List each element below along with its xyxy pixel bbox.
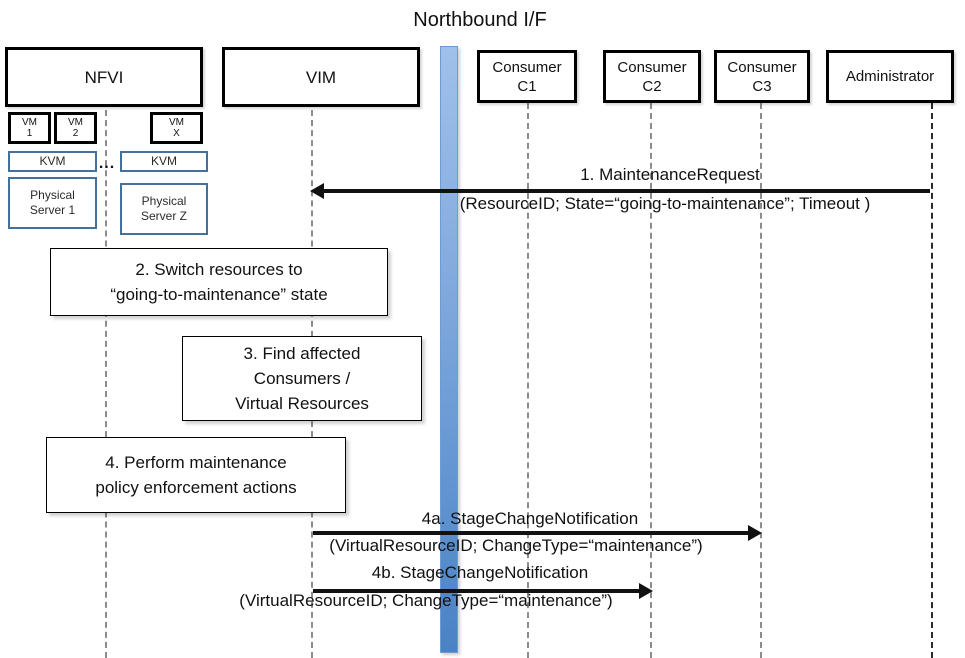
step-3-line1: 3. Find affected [243, 344, 361, 363]
actor-label-consumer-c1: Consumer C1 [492, 58, 561, 96]
step-box-3[interactable]: 3. Find affected Consumers / Virtual Res… [182, 336, 422, 421]
actor-label-consumer-c2-line1: Consumer [617, 58, 687, 76]
vm-label-vmx-line1: VM [169, 117, 184, 128]
server-label-1-line2: Server 1 [29, 203, 76, 217]
lifeline-administrator [931, 103, 933, 658]
vm-box-vm2[interactable]: VM 2 [54, 112, 97, 144]
actor-label-consumer-c3-line2: C3 [752, 77, 772, 95]
page-title: Northbound I/F [413, 9, 547, 31]
message-line-1 [322, 189, 930, 193]
lifeline-consumer-c1 [527, 103, 529, 658]
vm-box-vmx[interactable]: VM X [150, 112, 203, 144]
step-3-line2: Consumers / [253, 369, 351, 388]
vm-label-vm2-line1: VM [68, 117, 83, 128]
kvm-label-left: KVM [39, 154, 66, 168]
message-4a-title: 4a. StageChangeNotification [421, 509, 639, 528]
message-4b-title: 4b. StageChangeNotification [371, 563, 589, 582]
vm-label-vm2-line2: 2 [72, 128, 79, 139]
step-4-text: 4. Perform maintenance policy enforcemen… [95, 450, 296, 500]
message-1-params: (ResourceID; State=“going-to-maintenance… [459, 194, 871, 213]
vm-box-vm1[interactable]: VM 1 [8, 112, 51, 144]
step-3-text: 3. Find affected Consumers / Virtual Res… [235, 341, 369, 416]
step-3-line3: Virtual Resources [235, 394, 369, 413]
actor-box-consumer-c3[interactable]: Consumer C3 [714, 50, 810, 103]
message-line-4a [313, 531, 749, 535]
server-label-1-line1: Physical [30, 188, 75, 202]
actor-box-vim[interactable]: VIM [222, 47, 420, 107]
actor-label-administrator: Administrator [845, 68, 935, 85]
step-2-text: 2. Switch resources to “going-to-mainten… [110, 257, 327, 307]
lifeline-consumer-c3 [760, 103, 762, 658]
server-label-physical-server-z: Physical Server Z [141, 194, 187, 224]
actor-box-administrator[interactable]: Administrator [826, 50, 954, 103]
actor-label-nfvi: NFVI [84, 67, 124, 87]
step-2-line1: 2. Switch resources to [135, 260, 303, 279]
lifeline-consumer-c2 [650, 103, 652, 658]
vm-label-vmx: VM X [169, 117, 184, 139]
vm-label-vm2: VM 2 [68, 117, 83, 139]
step-4-line2: policy enforcement actions [95, 478, 297, 497]
nfvi-ellipsis: ... [98, 155, 116, 172]
lifeline-nfvi [105, 110, 107, 658]
actor-label-consumer-c3-line1: Consumer [727, 58, 797, 76]
kvm-box-right[interactable]: KVM [120, 151, 208, 172]
server-box-physical-server-1[interactable]: Physical Server 1 [8, 177, 97, 229]
actor-label-vim: VIM [305, 67, 337, 87]
vm-label-vm1: VM 1 [22, 117, 37, 139]
actor-label-consumer-c1-line2: C1 [517, 77, 537, 95]
kvm-box-left[interactable]: KVM [8, 151, 97, 172]
step-4-line1: 4. Perform maintenance [105, 453, 287, 472]
vm-label-vm1-line2: 1 [26, 128, 33, 139]
server-label-z-line2: Server Z [140, 209, 187, 223]
actor-label-consumer-c2-line2: C2 [642, 77, 662, 95]
actor-label-consumer-c3: Consumer C3 [727, 58, 796, 96]
step-box-4[interactable]: 4. Perform maintenance policy enforcemen… [46, 437, 346, 513]
server-label-physical-server-1: Physical Server 1 [30, 188, 75, 218]
vm-label-vm1-line1: VM [22, 117, 37, 128]
actor-label-consumer-c2: Consumer C2 [617, 58, 686, 96]
step-2-line2: “going-to-maintenance” state [110, 285, 328, 304]
arrow-head-message-4b [639, 583, 653, 599]
vm-label-vmx-line2: X [173, 128, 180, 139]
arrow-head-message-4a [748, 525, 762, 541]
actor-box-nfvi[interactable]: NFVI [5, 47, 203, 107]
kvm-label-right: KVM [150, 154, 177, 168]
northbound-interface-bar [440, 46, 458, 653]
message-4b-params: (VirtualResourceID; ChangeType=“maintena… [239, 591, 613, 610]
server-label-z-line1: Physical [141, 194, 187, 208]
message-4a-params: (VirtualResourceID; ChangeType=“maintena… [329, 536, 703, 555]
actor-box-consumer-c2[interactable]: Consumer C2 [603, 50, 701, 103]
server-box-physical-server-z[interactable]: Physical Server Z [120, 183, 208, 235]
arrow-head-message-1 [310, 183, 324, 199]
actor-box-consumer-c1[interactable]: Consumer C1 [477, 50, 577, 103]
message-1-title: 1. MaintenanceRequest [580, 165, 760, 184]
actor-label-consumer-c1-line1: Consumer [492, 58, 562, 76]
step-box-2[interactable]: 2. Switch resources to “going-to-mainten… [50, 248, 388, 316]
message-line-4b [313, 589, 640, 593]
